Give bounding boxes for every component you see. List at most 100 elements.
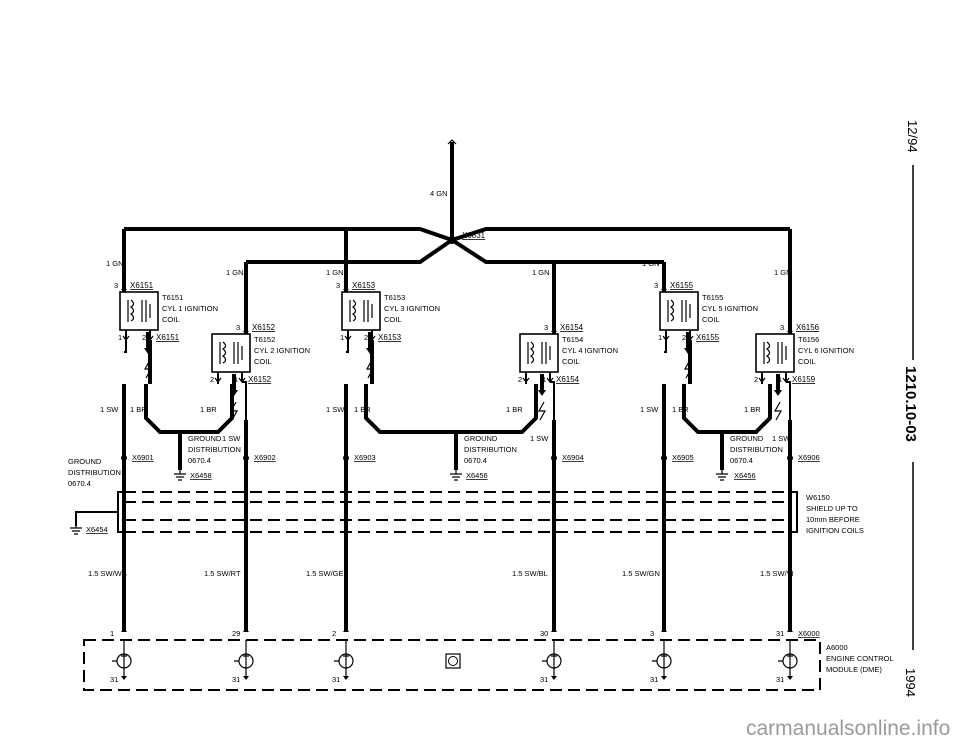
ground-symbol-3 [716,470,728,481]
svg-text:X6901: X6901 [132,453,154,462]
signal-label-1: 1.5 SW/WS [88,569,127,578]
ground-symbol-2 [450,470,462,481]
sw-label-5: 1 SW [640,405,659,414]
svg-text:1 SW: 1 SW [530,434,549,443]
pin-label: 2 [210,375,214,384]
svg-text:0670.4: 0670.4 [730,456,753,465]
ecm-pin-5: 3 31 [650,628,672,684]
c4-wire-label: 1 GN [532,268,550,277]
coil-label: COIL [384,315,402,324]
ground-loop-2 [364,384,538,434]
coil-connector-label: X6156 [796,323,820,332]
left-ground-label: GROUND DISTRIBUTION 0670.4 [68,457,121,488]
splice-label: X6831 [462,231,486,240]
splice-point: X6906 [787,453,820,462]
c1-wire-label: 1 GN [106,259,124,268]
pin-label: 3 [336,281,340,290]
feed-wire-label: 4 GN [430,189,448,198]
signal-label-6: 1.5 SW/VI [760,569,794,578]
coil-connector-label: X6154 [560,323,584,332]
coil-connector-label-b: X6154 [556,375,580,384]
svg-text:X6456: X6456 [466,471,488,480]
svg-text:31: 31 [650,675,658,684]
pin-label: 2 [518,375,522,384]
svg-text:X6903: X6903 [354,453,376,462]
splice-dot [448,236,456,244]
svg-text:X6458: X6458 [190,471,212,480]
pin-label: 1 [118,333,122,342]
ecm-pin-1: 131 [110,628,132,684]
signal-label-5: 1.5 SW/GN [622,569,660,578]
c5-wire-label: 1 GN [642,259,660,268]
sw-label-1: 1 SW [100,405,119,414]
pin-label: 3 [654,281,658,290]
coil-label: CYL 1 IGNITION [162,304,218,313]
pin-label: 1 [658,333,662,342]
coil-connector-label: X6153 [352,281,376,290]
ecm-box [83,639,821,691]
svg-text:31: 31 [540,675,548,684]
br-label-4: 1 BR [506,405,523,414]
svg-text:1994: 1994 [903,668,918,697]
ground-distribution-3: GROUND 1 SW DISTRIBUTION 0670.4 X6456 [730,434,791,480]
svg-text:X6905: X6905 [672,453,694,462]
coil-connector-label: X6151 [130,281,154,290]
svg-text:MODULE (DME): MODULE (DME) [826,665,882,674]
svg-text:12/94: 12/94 [905,120,920,153]
svg-text:GROUND: GROUND [464,434,498,443]
ecm-pin-3: 231 [332,628,354,684]
ground-symbol-1 [174,470,186,481]
bus-lower [246,237,664,264]
pin-label: 3 [114,281,118,290]
ground-distribution-2: GROUND 1 SW DISTRIBUTION 0670.4 X6456 [464,434,549,480]
c6-wire-label: 1 GN [774,268,792,277]
svg-text:3: 3 [650,629,654,638]
pin-label: 3 [544,323,548,332]
splice-point: X6902 [243,453,276,462]
ecm-label: A6000 ENGINE CONTROL MODULE (DME) [826,643,894,674]
svg-text:W6150: W6150 [806,493,830,502]
svg-text:X6904: X6904 [562,453,584,462]
coil-label: CYL 5 IGNITION [702,304,758,313]
svg-text:DISTRIBUTION: DISTRIBUTION [188,445,241,454]
svg-text:X6456: X6456 [734,471,756,480]
feed-arrow [447,139,457,145]
side-year: 1994 [903,668,918,697]
svg-text:0670.4: 0670.4 [68,479,91,488]
svg-text:GROUND: GROUND [188,434,222,443]
spark-icon [773,401,783,421]
ground-distribution-1: GROUND 1 SW DISTRIBUTION 0670.4 X6458 [188,434,241,480]
svg-text:0670.4: 0670.4 [188,456,211,465]
coil-label: T6154 [562,335,583,344]
shield-end-right [790,491,798,533]
svg-text:ENGINE CONTROL: ENGINE CONTROL [826,654,894,663]
watermark: carmanualsonline.info [746,717,950,740]
signal-label-2: 1.5 SW/RT [204,569,241,578]
coil-label: T6156 [798,335,819,344]
module-symbol-icon [445,653,461,669]
coil-winding-icon [763,341,787,364]
svg-text:31: 31 [110,675,118,684]
bus-upper [124,227,790,243]
br-label-3: 1 BR [354,405,371,414]
svg-text:31: 31 [232,675,240,684]
coil-winding-icon [527,341,551,364]
coil-label: T6153 [384,293,405,302]
coil-label: COIL [702,315,720,324]
coil-label: COIL [254,357,272,366]
coil-label: T6151 [162,293,183,302]
splice-point: X6905 [661,453,694,462]
coil-winding-icon [349,299,373,322]
coil-connector-label-b: X6152 [248,375,272,384]
svg-text:31: 31 [776,675,784,684]
coil-label: CYL 3 IGNITION [384,304,440,313]
coil-label: COIL [162,315,180,324]
spark-icon [537,401,547,421]
